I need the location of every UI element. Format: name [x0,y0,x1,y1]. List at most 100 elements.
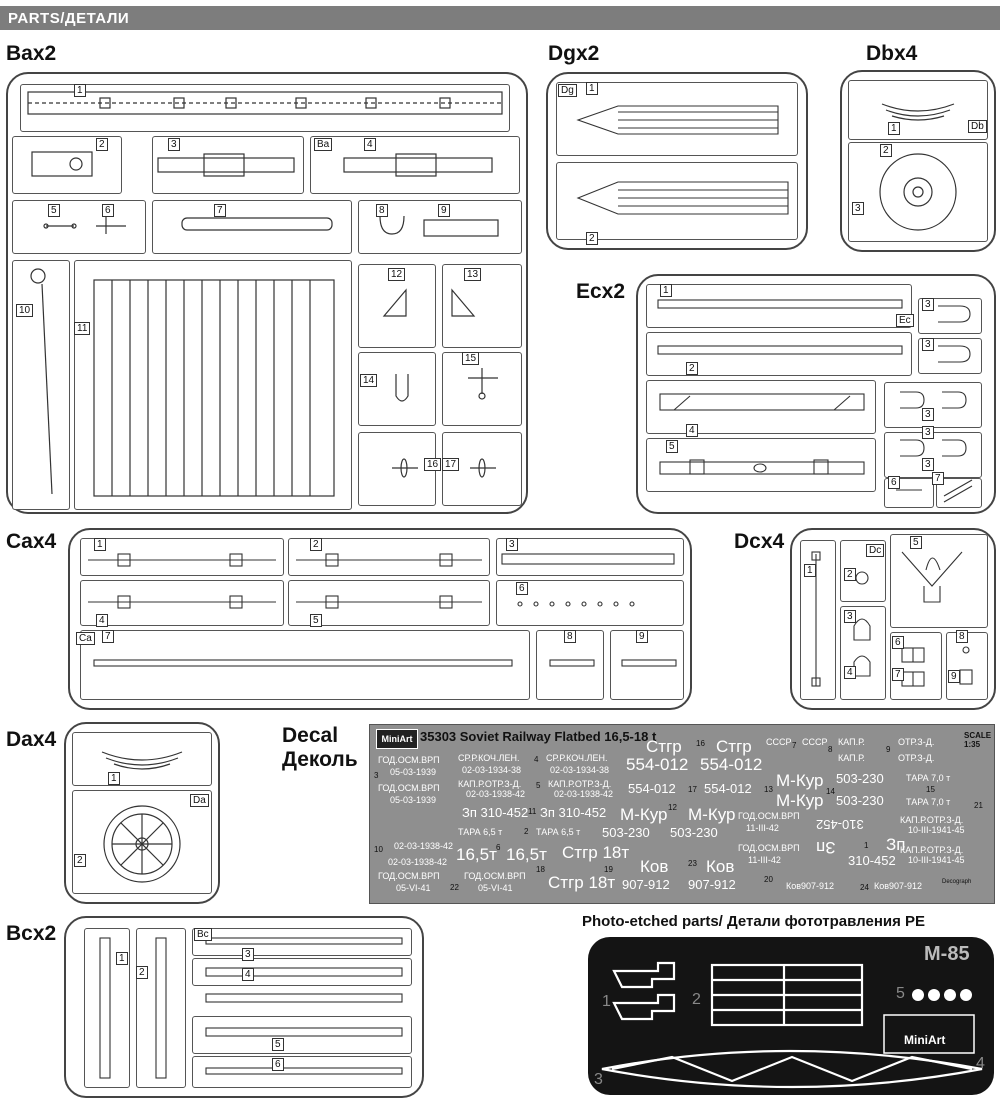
decal-cccp2: СССР [802,737,828,747]
sprue-dc-title: Dcx4 [734,530,785,553]
da-part-2-label: 2 [74,854,86,867]
sprue-db-title: Dbx4 [866,42,918,65]
bc-sprue-tag: Bc [194,928,212,941]
decal-tara1: ТАРА 7,0 т [906,773,951,783]
parts-header-label: PARTS/ДЕТАЛИ [8,10,130,27]
sprue-db: 1 Db 2 3 [840,70,996,252]
decal-tara2: ТАРА 7,0 т [906,797,951,807]
decal-kov4: Ков907-912 [874,881,923,891]
ba-part-4-label: 4 [364,138,376,151]
ba-part-10-cell [12,260,70,510]
ca-part-5-label: 5 [310,614,322,627]
sprue-dg: Dg 1 2 [546,72,808,250]
ba-part-6-label: 6 [102,204,114,217]
sprue-ca: 1 2 3 4 5 6 Ca 7 8 9 [68,528,692,710]
decal-num-23: 23 [688,859,697,868]
pe-fret: M-85 MiniArt 1 2 3 4 5 [588,937,994,1095]
dc-part-8-9-cell [946,632,988,700]
ba-part-17-label: 17 [442,458,460,471]
decal-num-21: 21 [974,801,983,810]
ca-part-9-label: 9 [636,630,648,643]
ba-part-2-label: 2 [96,138,108,151]
parts-header-bar: PARTS/ДЕТАЛИ [0,6,1000,30]
ba-part-10-label: 10 [16,304,34,317]
bc-part-2-label: 2 [136,966,148,979]
decal-num-15: 15 [926,785,935,794]
ca-part-1-label: 1 [94,538,106,551]
decal-kapr2: КАП.Р. [838,753,865,763]
ec-part-3-cell-a [918,298,982,334]
decal-date3: 11-III-42 [746,823,779,833]
ba-part-12-label: 12 [388,268,406,281]
ec-part-3c-label: 3 [922,408,934,421]
decal-kov1: Ков [640,857,669,876]
decal-907b: 907-912 [688,877,736,892]
decal-scale: SCALE 1:35 [964,731,992,749]
dc-part-4-label: 4 [844,666,856,679]
ec-part-3d-label: 3 [922,426,934,439]
dc-part-5-cell [890,534,988,628]
ca-part-1-cell [80,538,284,576]
decal-srp2d: 02-03-1934-38 [550,765,610,775]
pe-part-2-label: 2 [692,991,701,1008]
decal-stgr18b: Стгр 18т [548,873,616,892]
decal-num-19: 19 [604,865,613,874]
db-part-2-3-cell [848,142,988,242]
da-part-1-label: 1 [108,772,120,785]
ba-part-5-label: 5 [48,204,60,217]
decal-num-22: 22 [450,883,459,892]
ba-part-11-label: 11 [74,322,91,335]
decal-num-24: 24 [860,883,869,892]
ba-parts-drawing [27,91,503,497]
pe-brand-logo: MiniArt [904,1033,946,1047]
sprue-dc: 1 Dc 2 3 4 5 6 7 8 9 [790,528,996,710]
db-part-3-label: 3 [852,202,864,215]
ec-part-2-label: 2 [686,362,698,375]
ec-parts-drawing [657,299,973,503]
decal-num-8: 8 [828,745,833,754]
ba-part-8-label: 8 [376,204,388,217]
ba-part-5-6-cell [12,200,146,254]
db-part-2-label: 2 [880,144,892,157]
decal-num-18: 18 [536,865,545,874]
decal-god3: ГОД.ОСМ.ВРП [738,811,800,821]
decal-god2: ГОД.ОСМ.ВРП [378,783,440,793]
decal-num-6: 6 [496,843,501,852]
decal-num-9: 9 [886,745,891,754]
decal-554b: 554-012 [700,755,763,774]
decal-otr2: ОТР.З-Д. [898,753,935,763]
pe-parts-drawing [601,961,983,1089]
dg-part-2-label: 2 [586,232,598,245]
decal-554d: 554-012 [704,781,752,796]
sprue-da-title: Dax4 [6,728,57,751]
dc-part-3-label: 3 [844,610,856,623]
decal-503b: 503-230 [836,793,884,808]
decal-kap3: КАП.Р.ОТР.З-Д. [900,815,964,825]
db-part-1-cell [848,80,988,140]
decal-num-7: 7 [792,741,797,750]
decal-stgr18a: Стгр 18т [562,843,630,862]
ba-part-14-label: 14 [360,374,378,387]
db-parts-drawing [879,103,957,231]
ca-part-5-cell [288,580,490,626]
decal-mkur4: М-Кур [688,805,736,824]
decal-tara65a: ТАРА 6,5 т [458,827,503,837]
dc-part-1-label: 1 [804,564,816,577]
decal-sheet-title: 35303 Soviet Railway Flatbed 16,5-18 t [420,729,657,744]
decal-mkur2: М-Кур [776,791,824,810]
dg-part-2-cell [556,162,798,240]
ec-part-1-label: 1 [660,284,672,297]
bc-part-4-cell [192,958,412,986]
decal-num-12: 12 [668,803,677,812]
decal-rot2: Зп [816,838,836,857]
decal-kov2: Ков [706,857,735,876]
bc-part-3-cell [192,928,412,956]
bc-part-3-label: 3 [242,948,254,961]
ba-part-7-label: 7 [214,204,226,217]
decal-554a: 554-012 [626,755,689,774]
decal-503d: 503-230 [670,825,718,840]
ec-part-5-label: 5 [666,440,678,453]
decal-num-2: 2 [524,827,529,836]
ca-part-6-label: 6 [516,582,528,595]
decal-title-en: Decal [282,724,339,747]
